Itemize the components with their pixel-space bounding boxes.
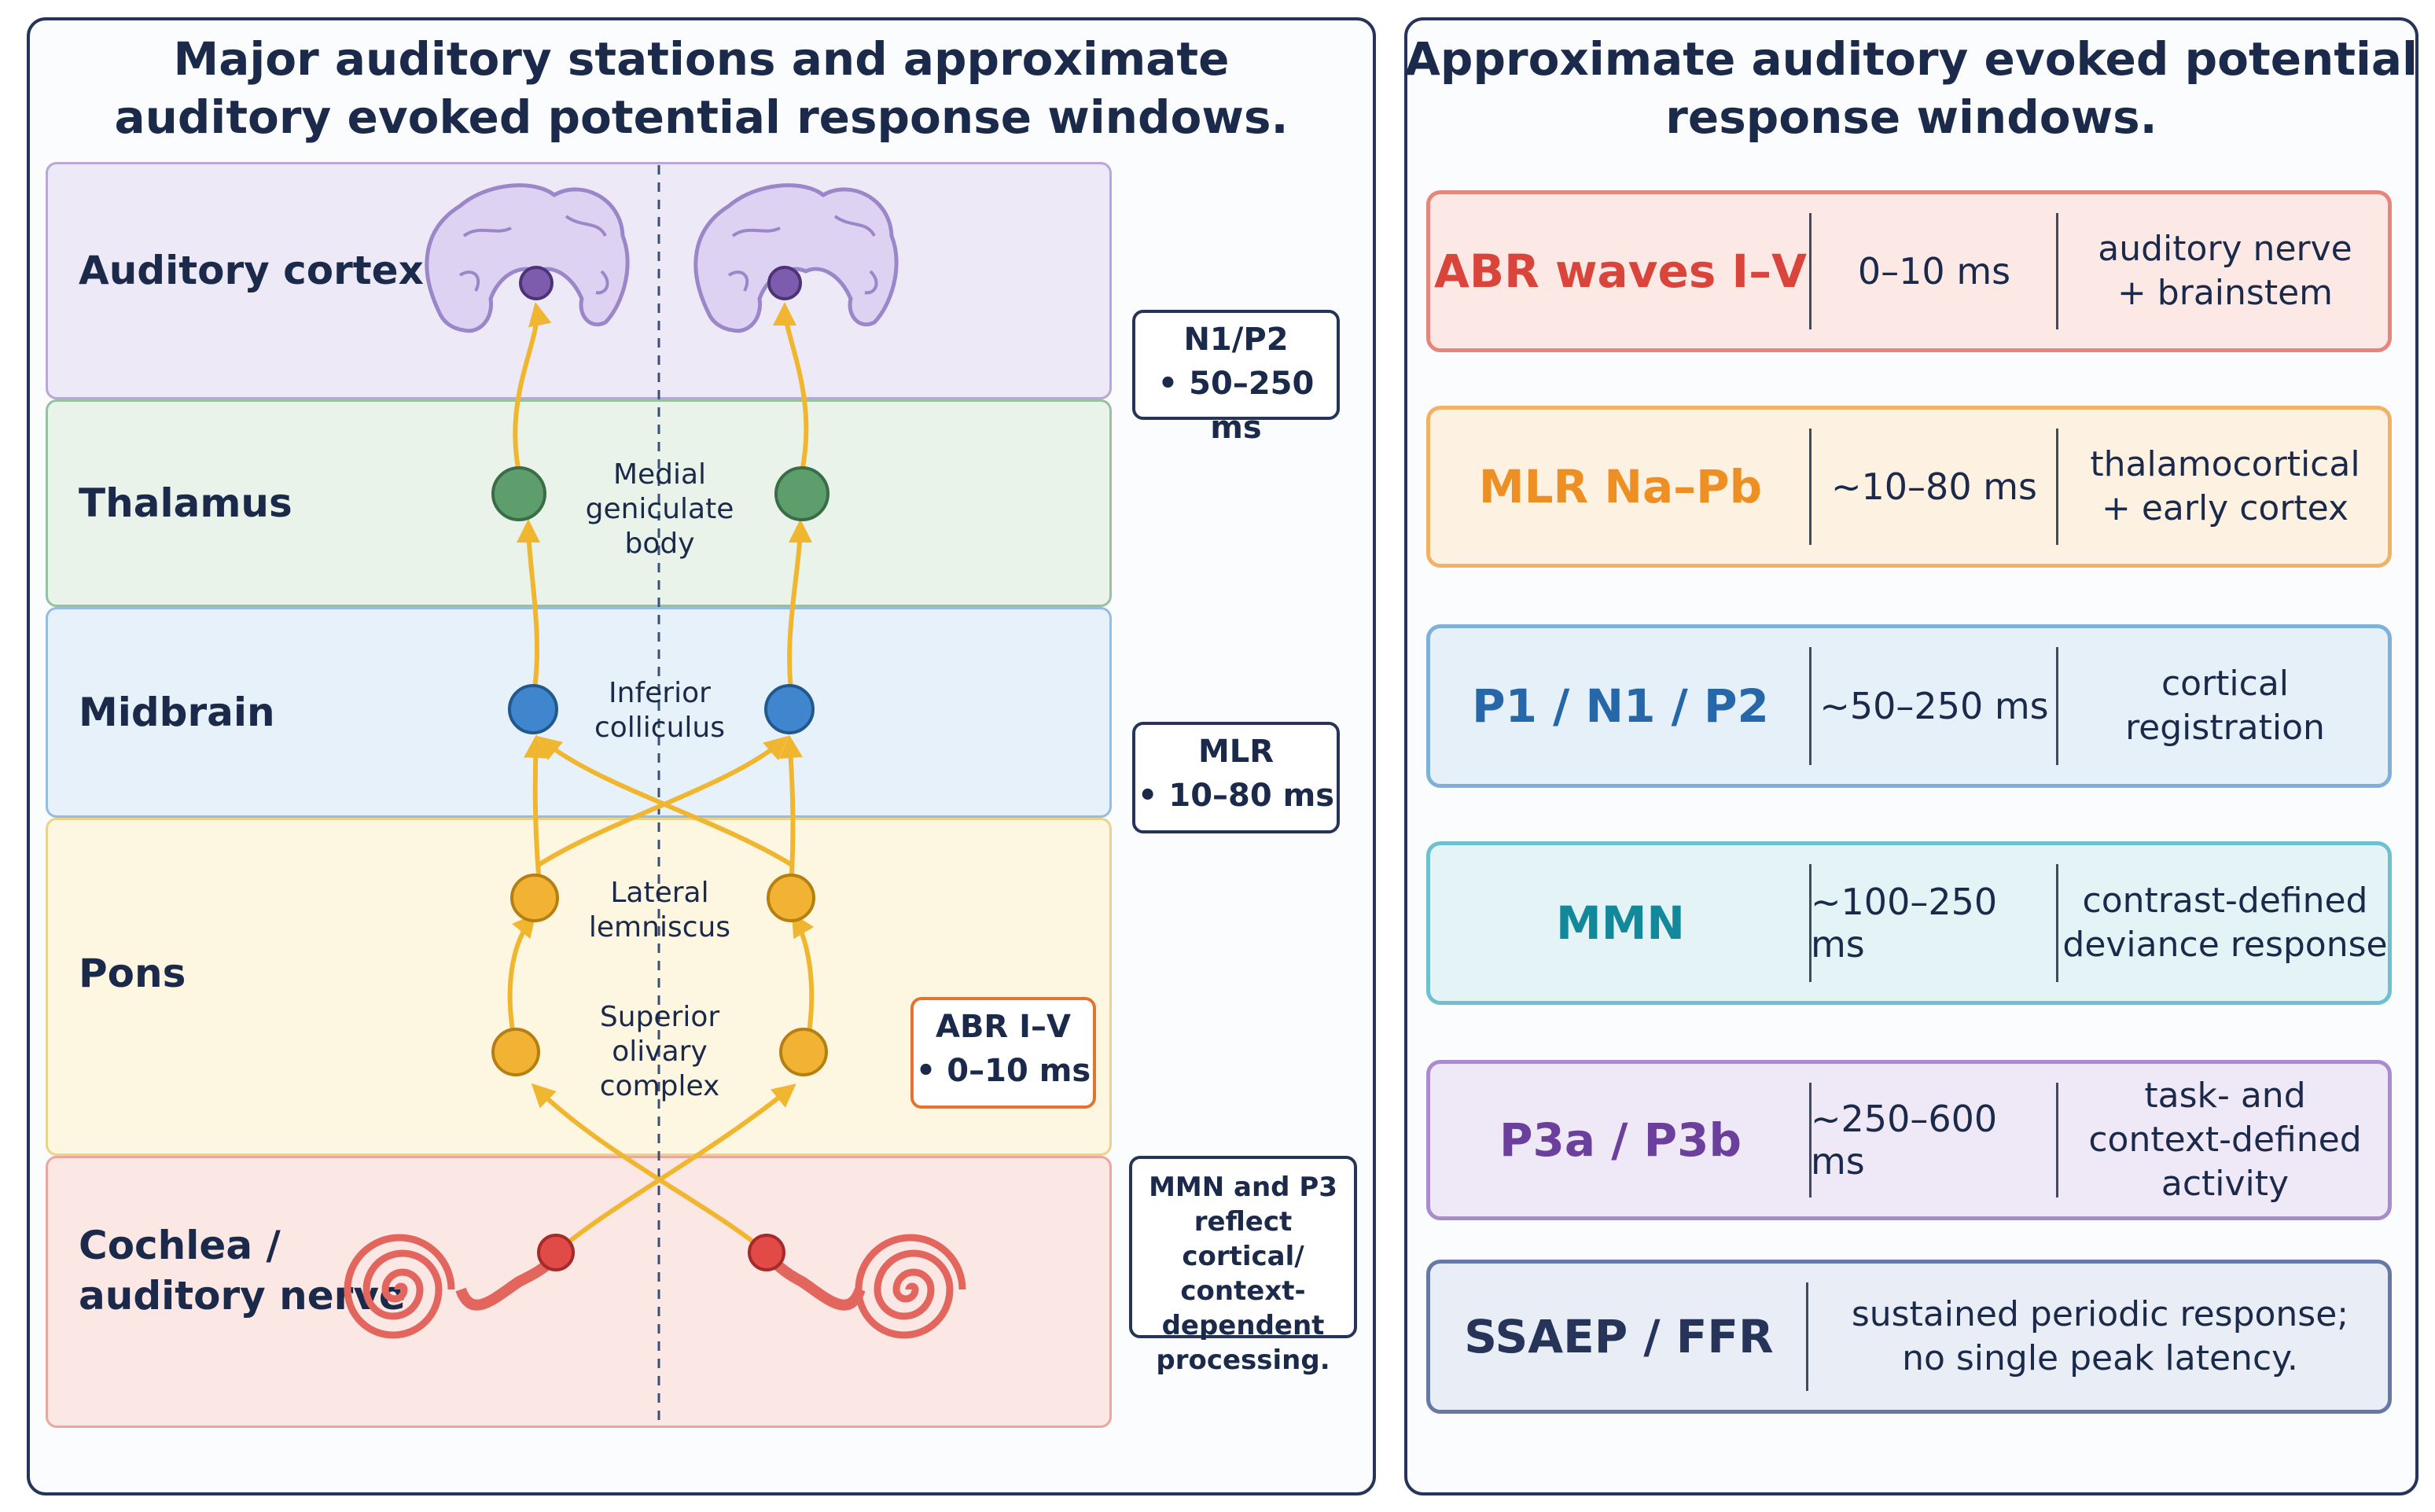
row-divider (2056, 647, 2058, 765)
band-thalamus (46, 399, 1112, 607)
node-mgb-right (774, 466, 829, 521)
node-soc-left (491, 1028, 540, 1076)
label-medial-geniculate-body: Medial geniculate body (585, 458, 734, 560)
latency-box-n1p2: N1/P2 • 50–250 ms (1132, 310, 1340, 446)
pathway-left-ic-to-mgb (517, 519, 541, 690)
window-name-ssaep-ffr: SSAEP / FFR (1464, 1310, 1774, 1363)
pathway-right-mgb-to-cortex (773, 302, 809, 473)
right-title-line-2: response windows. (1665, 90, 2157, 144)
window-latency-abr: 0–10 ms (1857, 250, 2011, 292)
band-midbrain (46, 607, 1112, 818)
brain-left-icon (425, 183, 630, 333)
pathway-left-ll-to-right-ic (537, 736, 789, 867)
node-ic-right (764, 684, 815, 734)
pathway-left-mgb-to-cortex (513, 302, 552, 473)
window-name-p3: P3a / P3b (1499, 1113, 1742, 1167)
row-divider (2056, 429, 2058, 545)
brain-right-icon (693, 183, 899, 333)
window-name-abr: ABR waves I–V (1434, 245, 1807, 298)
latency-box-mlr: MLR • 10–80 ms (1132, 722, 1340, 833)
row-divider (1809, 647, 1812, 765)
label-thalamus: Thalamus (79, 480, 292, 526)
label-midbrain: Midbrain (79, 690, 275, 735)
window-row-p1n1p2: P1 / N1 / P2 ~50–250 ms cortical registr… (1426, 624, 2392, 788)
abr-label: ABR I–V (935, 1009, 1071, 1045)
pathway-right-cochlea-to-left-soc (531, 1083, 768, 1255)
row-divider (1809, 213, 1812, 329)
window-desc-mmn: contrast-defined deviance response (2062, 881, 2388, 965)
pathway-right-ll-to-left-ic (537, 736, 793, 867)
window-latency-mmn: ~100–250 ms (1811, 881, 1998, 966)
abr-window: • 0–10 ms (915, 1053, 1091, 1089)
pathway-right-ic-to-mgb (787, 519, 812, 690)
node-auditory-nerve-left (537, 1234, 575, 1271)
node-ll-right (767, 874, 815, 922)
window-row-p3: P3a / P3b ~250–600 ms task- and context-… (1426, 1060, 2392, 1220)
latency-box-abr: ABR I–V • 0–10 ms (910, 997, 1096, 1109)
node-ic-left (508, 684, 558, 734)
window-name-mmn: MMN (1556, 896, 1685, 950)
right-panel-title: Approximate auditory evoked potential re… (1404, 30, 2418, 146)
window-name-p1n1p2: P1 / N1 / P2 (1472, 679, 1769, 733)
label-inferior-colliculus: Inferior colliculus (594, 677, 725, 744)
window-row-abr: ABR waves I–V 0–10 ms auditory nerve + b… (1426, 190, 2392, 352)
n1p2-window: • 50–250 ms (1157, 366, 1315, 446)
cochlea-right-icon (763, 1234, 966, 1339)
window-desc-mlr: thalamocortical + early cortex (2090, 444, 2360, 528)
node-soc-right (779, 1028, 828, 1076)
row-divider (1809, 429, 1812, 545)
window-desc-ssaep-ffr: sustained periodic response; no single p… (1851, 1294, 2349, 1378)
label-lateral-lemniscus: Lateral lemniscus (588, 877, 731, 944)
left-title-line-1: Major auditory stations and approximate (173, 32, 1230, 86)
n1p2-label: N1/P2 (1183, 322, 1289, 358)
row-divider (2056, 1083, 2058, 1197)
pathway-left-cochlea-to-right-soc (554, 1083, 796, 1255)
label-auditory-cortex: Auditory cortex (79, 248, 424, 293)
row-divider (2056, 864, 2058, 982)
left-panel-title: Major auditory stations and approximate … (27, 30, 1376, 146)
mlr-label: MLR (1197, 734, 1275, 770)
ascending-pathways (507, 302, 815, 1255)
row-divider (1809, 1083, 1812, 1197)
label-cochlea: Cochlea / auditory nerve (79, 1223, 406, 1319)
window-name-mlr: MLR Na–Pb (1478, 460, 1763, 513)
window-desc-p3: task- and context-defined activity (2088, 1076, 2362, 1204)
row-divider (2056, 213, 2058, 329)
window-latency-p3: ~250–600 ms (1811, 1098, 1998, 1183)
mlr-window: • 10–80 ms (1137, 778, 1335, 814)
node-mgb-left (491, 466, 546, 521)
left-title-line-2: auditory evoked potential response windo… (114, 90, 1289, 144)
row-divider (1806, 1282, 1808, 1391)
node-auditory-nerve-right (748, 1234, 785, 1271)
window-row-mmn: MMN ~100–250 ms contrast-defined devianc… (1426, 841, 2392, 1005)
pathway-left-ll-to-ic (524, 734, 548, 875)
node-cortex-left (519, 266, 554, 300)
window-desc-abr: auditory nerve + brainstem (2098, 229, 2352, 313)
window-desc-p1n1p2: cortical registration (2125, 664, 2325, 748)
window-row-ssaep-ffr: SSAEP / FFR sustained periodic response;… (1426, 1260, 2392, 1414)
right-title-line-1: Approximate auditory evoked potential (1405, 32, 2418, 86)
window-latency-p1n1p2: ~50–250 ms (1819, 685, 2049, 727)
cochlea-left-icon (344, 1234, 561, 1339)
node-ll-left (510, 874, 559, 922)
label-pons: Pons (79, 951, 186, 996)
row-divider (1809, 864, 1812, 982)
nucleus-nodes (491, 266, 829, 1271)
node-cortex-right (767, 266, 802, 300)
label-superior-olivary-complex: Superior olivary complex (599, 1001, 720, 1102)
pathway-right-ll-to-ic (778, 734, 803, 875)
note-mmn-p3: MMN and P3 reflect cortical/ context-dep… (1129, 1156, 1357, 1376)
window-latency-mlr: ~10–80 ms (1830, 465, 2037, 508)
window-row-mlr: MLR Na–Pb ~10–80 ms thalamocortical + ea… (1426, 406, 2392, 568)
